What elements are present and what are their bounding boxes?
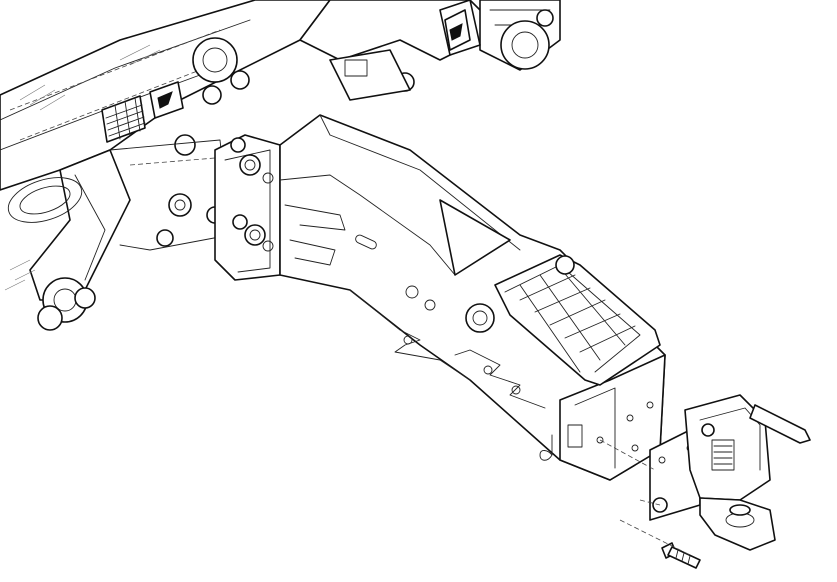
warning-decal xyxy=(149,81,184,119)
mounting-bolt xyxy=(661,542,701,569)
drawbar-frame xyxy=(214,114,666,481)
assembly-guide-lines xyxy=(599,439,691,556)
ladder-slot-plate xyxy=(494,254,661,386)
side-decal xyxy=(444,9,471,51)
pin-hitch xyxy=(649,394,811,551)
info-decal xyxy=(101,95,146,143)
